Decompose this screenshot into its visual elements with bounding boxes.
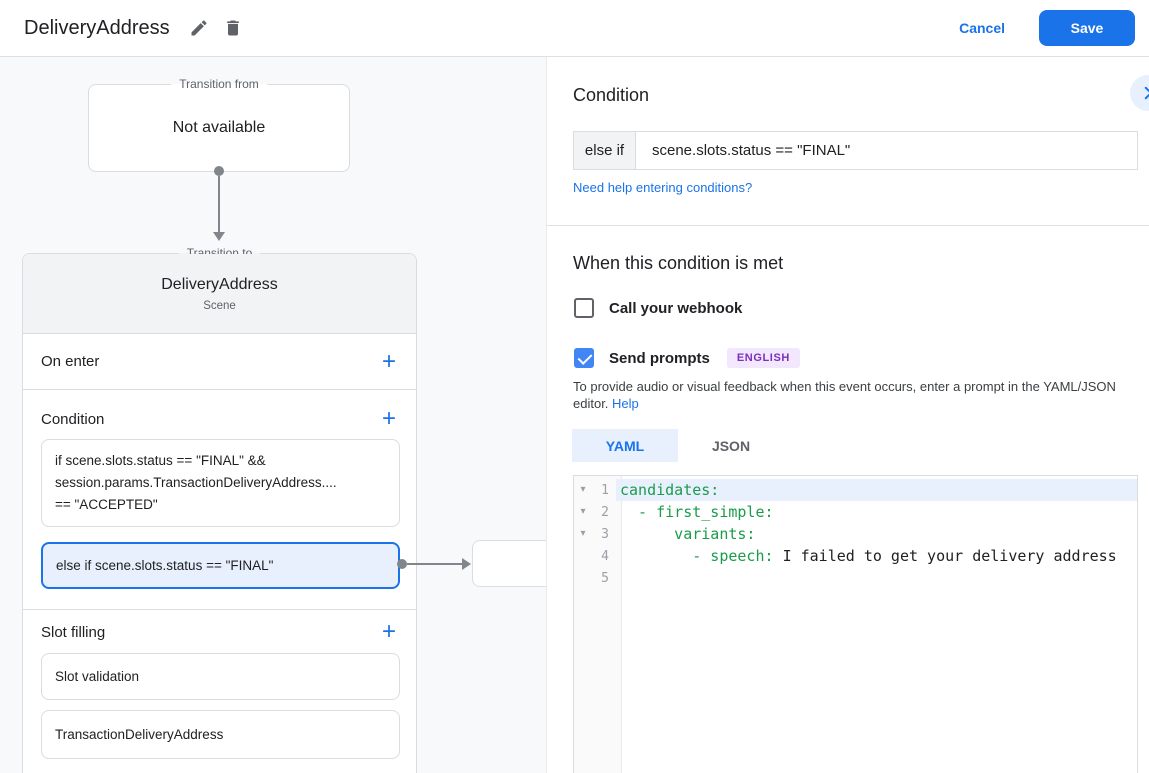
conditions-help-link[interactable]: Need help entering conditions?	[573, 180, 753, 195]
tab-json[interactable]: JSON	[678, 429, 784, 462]
slot-validation-block[interactable]: Slot validation	[41, 653, 400, 700]
editor-rows: 1 candidates: 2 - first_simple: 3 varian…	[574, 479, 1137, 589]
fold-arrow-icon[interactable]	[574, 501, 592, 523]
trash-icon	[226, 20, 239, 36]
slot-filling-title: Slot filling	[41, 623, 106, 641]
when-condition-title: When this condition is met	[573, 253, 784, 273]
condition-else-if-text: else if scene.slots.status == "FINAL"	[56, 558, 274, 573]
yaml-code-editor[interactable]: 1 candidates: 2 - first_simple: 3 varian…	[573, 475, 1138, 773]
collapse-panel-button[interactable]	[1130, 75, 1149, 111]
condition-expression-input[interactable]	[636, 132, 1137, 169]
slot-validation-label: Slot validation	[55, 669, 140, 684]
condition-detail-panel: Condition else if Need help entering con…	[546, 57, 1149, 773]
on-enter-section: On enter +	[23, 334, 416, 390]
delete-scene-button[interactable]	[216, 11, 250, 45]
scene-name: DeliveryAddress	[161, 275, 278, 293]
connector-line-vertical	[218, 176, 220, 232]
webhook-row: Call your webhook	[574, 298, 742, 318]
line-number: 5	[601, 570, 609, 586]
connector-line-horizontal	[407, 563, 463, 565]
page-title: DeliveryAddress	[24, 16, 170, 39]
slot-transaction-block[interactable]: TransactionDeliveryAddress	[41, 710, 400, 759]
prompt-help-link[interactable]: Help	[612, 396, 639, 411]
line-number: 3	[601, 526, 609, 542]
fold-arrow-icon[interactable]	[574, 523, 592, 545]
condition-else-if-block-selected[interactable]: else if scene.slots.status == "FINAL"	[41, 542, 400, 589]
code-line: 4 - speech: I failed to get your deliver…	[574, 545, 1137, 567]
slot-transaction-label: TransactionDeliveryAddress	[55, 727, 224, 742]
line-number: 1	[601, 482, 609, 498]
condition-if-line: == "ACCEPTED"	[55, 497, 158, 512]
code-line-content[interactable]: - speech: I failed to get your delivery …	[620, 547, 1117, 565]
connector-dot	[214, 166, 224, 176]
transition-target-node[interactable]	[472, 540, 546, 587]
fold-arrow-icon[interactable]	[574, 479, 592, 501]
scene-card: Transition to DeliveryAddress Scene On e…	[22, 246, 417, 773]
add-slot-button[interactable]: +	[376, 618, 402, 646]
condition-if-line: if scene.slots.status == "FINAL" &&	[55, 453, 266, 468]
scene-type: Scene	[203, 299, 236, 312]
add-condition-button[interactable]: +	[376, 405, 402, 433]
arrow-right-icon	[462, 558, 471, 570]
line-number: 4	[601, 548, 609, 564]
code-line-content[interactable]: variants:	[620, 525, 756, 543]
section-divider	[23, 609, 416, 610]
condition-if-block[interactable]: if scene.slots.status == "FINAL" && sess…	[41, 439, 400, 527]
code-line: 3 variants:	[574, 523, 1137, 545]
code-line-content[interactable]: - first_simple:	[620, 503, 774, 521]
code-line: 2 - first_simple:	[574, 501, 1137, 523]
webhook-label[interactable]: Call your webhook	[609, 299, 743, 317]
prompt-description-text: To provide audio or visual feedback when…	[573, 379, 1116, 411]
slot-filling-section-header: Slot filling +	[23, 618, 416, 646]
panel-title: Condition	[573, 85, 650, 105]
condition-title: Condition	[41, 410, 105, 428]
pencil-icon	[191, 20, 207, 36]
connector-dot	[397, 559, 407, 569]
send-prompts-checkbox[interactable]	[574, 348, 594, 368]
on-enter-title: On enter	[41, 353, 100, 370]
code-line: 5	[574, 567, 1137, 589]
prompt-description: To provide audio or visual feedback when…	[573, 378, 1141, 412]
code-line-content[interactable]	[616, 567, 1137, 589]
arrow-down-icon	[213, 232, 225, 241]
transition-from-content: Not available	[172, 119, 266, 136]
webhook-checkbox[interactable]	[574, 298, 594, 318]
scene-card-header: DeliveryAddress Scene	[23, 254, 416, 334]
language-badge: ENGLISH	[726, 348, 800, 368]
transition-from-label: Transition from	[171, 77, 267, 91]
topbar: DeliveryAddress Cancel Save	[0, 0, 1149, 57]
editor-format-tabs: YAML JSON	[572, 429, 784, 462]
send-prompts-row: Send prompts ENGLISH	[574, 348, 800, 368]
chevron-right-icon	[1144, 86, 1149, 100]
panel-divider	[547, 225, 1149, 226]
flow-diagram-panel: Transition from Not available Transition…	[0, 57, 546, 773]
add-on-enter-button[interactable]: +	[376, 348, 402, 376]
cancel-button[interactable]: Cancel	[943, 12, 1021, 44]
transition-from-node: Transition from Not available	[88, 77, 350, 172]
code-line-content[interactable]: candidates:	[616, 479, 1137, 501]
tab-yaml[interactable]: YAML	[572, 429, 678, 462]
send-prompts-label[interactable]: Send prompts	[609, 349, 710, 367]
save-button[interactable]: Save	[1039, 10, 1135, 46]
condition-if-line: session.params.TransactionDeliveryAddres…	[55, 475, 337, 490]
condition-section-header: Condition +	[23, 405, 416, 433]
condition-expression-row: else if	[573, 131, 1138, 170]
line-number: 2	[601, 504, 609, 520]
code-line: 1 candidates:	[574, 479, 1137, 501]
edit-scene-button[interactable]	[182, 11, 216, 45]
condition-prefix-label: else if	[574, 132, 636, 169]
